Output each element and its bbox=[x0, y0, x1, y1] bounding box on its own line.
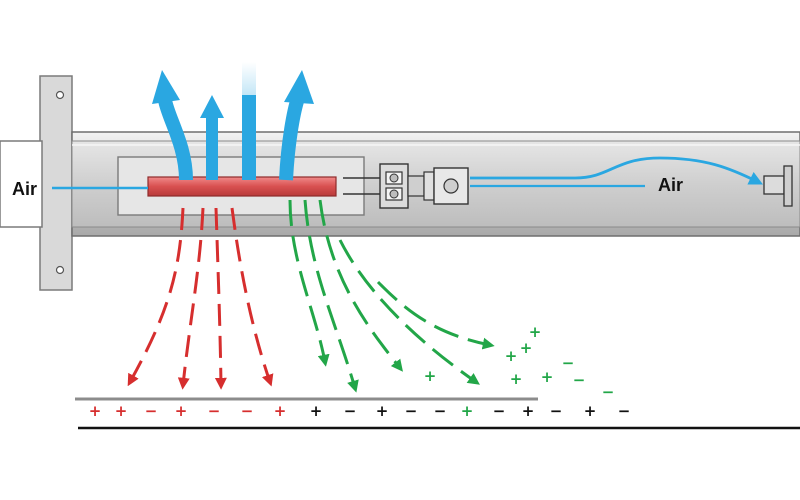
negative-ion-arrow-2 bbox=[177, 207, 205, 390]
floating-charge-plus: + bbox=[541, 368, 554, 386]
surface-charge-plus: + bbox=[376, 402, 389, 420]
floating-charge-plus: + bbox=[505, 347, 518, 365]
surface-charge-minus: − bbox=[618, 402, 631, 420]
surface-charge-minus: − bbox=[434, 402, 447, 420]
surface-charges: ++−+−−++−+−−+−+−+− bbox=[89, 402, 631, 420]
outlet-nozzle bbox=[763, 165, 793, 207]
surface-charge-plus: + bbox=[274, 402, 287, 420]
floating-charges: ++++++−−− bbox=[424, 323, 615, 401]
air-outlet-label: Air bbox=[658, 175, 683, 195]
positive-ion-arrow-2 bbox=[303, 199, 359, 393]
floating-charge-minus: − bbox=[562, 354, 575, 372]
outlet-airflow-upper bbox=[470, 156, 764, 185]
floating-charge-minus: − bbox=[573, 371, 586, 389]
flange-bolt-hole-top bbox=[55, 90, 65, 100]
surface-charge-plus: + bbox=[115, 402, 128, 420]
surface-charge-minus: − bbox=[241, 402, 254, 420]
surface-charge-minus: − bbox=[145, 402, 158, 420]
floating-charge-plus: + bbox=[529, 323, 542, 341]
surface-charge-minus: − bbox=[405, 402, 418, 420]
floating-charge-plus: + bbox=[510, 370, 523, 388]
negative-ion-arrow-1 bbox=[127, 207, 185, 387]
floating-charge-minus: − bbox=[602, 383, 615, 401]
positive-ion-arrow-5 bbox=[376, 280, 495, 350]
surface-charge-plus: + bbox=[461, 402, 474, 420]
floating-charge-plus: + bbox=[520, 339, 533, 357]
surface-charge-minus: − bbox=[344, 402, 357, 420]
surface-charge-plus: + bbox=[89, 402, 102, 420]
rising-air-arrow-1 bbox=[158, 98, 193, 181]
positive-ion-flow bbox=[288, 199, 495, 393]
surface-charge-plus: + bbox=[175, 402, 188, 420]
inlet-pipe bbox=[0, 140, 43, 228]
negative-ion-flow bbox=[127, 207, 274, 390]
surface-charge-minus: − bbox=[208, 402, 221, 420]
surface-charge-plus: + bbox=[522, 402, 535, 420]
surface-charge-plus: + bbox=[310, 402, 323, 420]
positive-ion-arrow-1 bbox=[288, 199, 330, 367]
mounting-flange bbox=[39, 75, 73, 291]
surface-charge-minus: − bbox=[493, 402, 506, 420]
floating-charge-plus: + bbox=[424, 367, 437, 385]
negative-ion-arrow-3 bbox=[214, 207, 227, 390]
surface-charge-minus: − bbox=[550, 402, 563, 420]
surface-charge-plus: + bbox=[584, 402, 597, 420]
airflow bbox=[52, 62, 764, 190]
air-inlet-label: Air bbox=[12, 179, 37, 199]
flange-bolt-hole-bottom bbox=[55, 265, 65, 275]
electrode-connector bbox=[343, 163, 469, 209]
positive-ion-arrow-4 bbox=[338, 239, 480, 385]
